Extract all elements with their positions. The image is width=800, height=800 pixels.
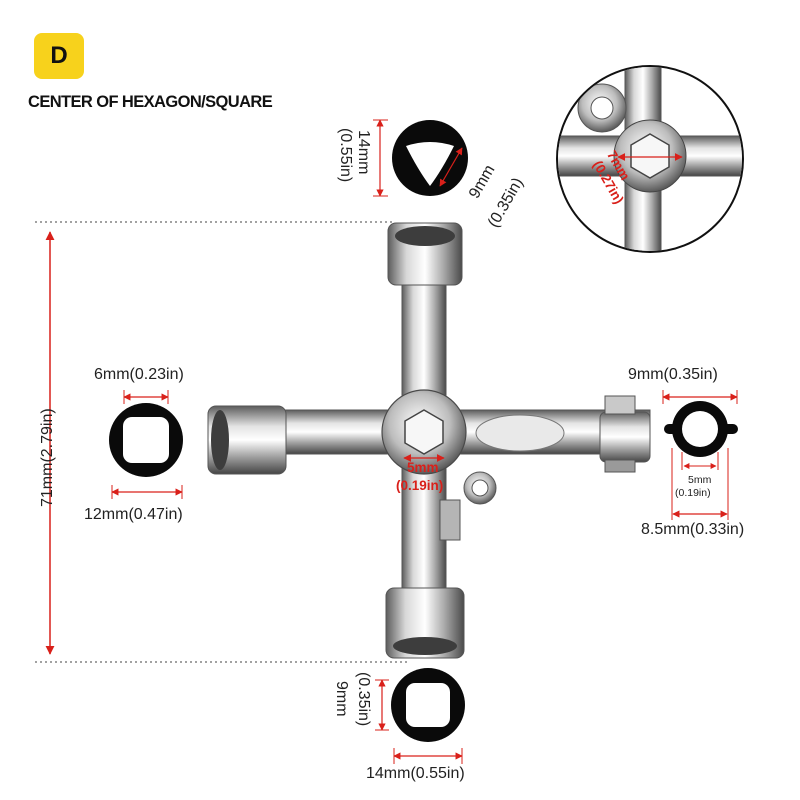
right-slot-inner-mm-label: 5mm	[688, 474, 712, 486]
left-square-outer-label: 12mm(0.47in)	[84, 506, 183, 523]
left-square-socket-profile	[109, 390, 183, 499]
overall-height-label: 71mm(2.79in)	[39, 408, 56, 507]
right-slot-outer-label: 9mm(0.35in)	[628, 366, 718, 383]
center-hex-in-label: (0.19in)	[396, 478, 444, 493]
right-slot-width-label: 8.5mm(0.33in)	[641, 521, 745, 538]
cross-key	[207, 222, 651, 659]
center-hex-mm-label: 5mm	[407, 460, 439, 475]
section-badge: D	[34, 33, 84, 79]
bottom-square-height-label: 9mm	[333, 681, 350, 717]
bottom-square-width-label: 14mm(0.55in)	[366, 765, 465, 782]
right-slot-inner-in-label: (0.19in)	[675, 487, 711, 499]
right-slot-socket-profile	[662, 390, 738, 520]
page-title: CENTER OF HEXAGON/SQUARE	[28, 93, 273, 111]
zoom-detail	[556, 65, 744, 253]
triangle-height-in-label: (0.55in)	[337, 128, 354, 183]
left-square-inner-label: 6mm(0.23in)	[94, 366, 184, 383]
triangle-height-label: 14mm	[355, 130, 372, 175]
bottom-square-socket-profile	[375, 668, 465, 764]
triangle-socket-profile	[373, 119, 468, 197]
bottom-square-height-in-label: (0.35in)	[355, 672, 372, 727]
